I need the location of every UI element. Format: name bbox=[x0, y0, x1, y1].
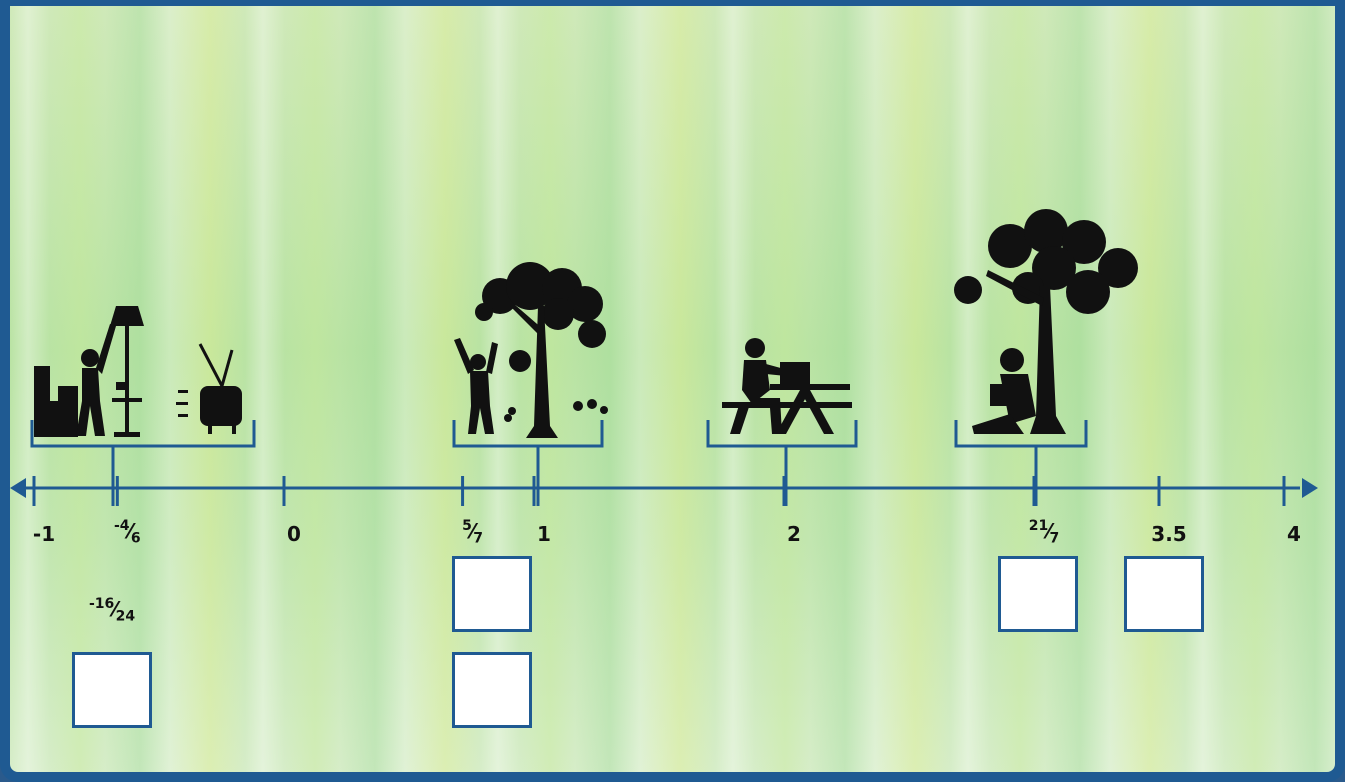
tick-label: 2 bbox=[787, 522, 801, 546]
tick-label: 1 bbox=[537, 522, 551, 546]
apple-picking-icon bbox=[454, 262, 608, 438]
left-arrow-icon bbox=[10, 478, 26, 498]
picnic-table-icon bbox=[722, 338, 852, 434]
bracket-living-room bbox=[30, 420, 256, 448]
bracket-picnic bbox=[706, 420, 858, 448]
number-line-canvas bbox=[10, 209, 1318, 506]
tick-label: 0 bbox=[287, 522, 301, 546]
number-line bbox=[10, 476, 1318, 506]
tick-label: -1 bbox=[32, 522, 56, 546]
bracket-apple-picking bbox=[452, 420, 604, 448]
living-room-icon bbox=[34, 306, 242, 437]
right-arrow-icon bbox=[1302, 478, 1318, 498]
answer-box-3[interactable] bbox=[452, 652, 532, 728]
tick-label: 5⁄7 bbox=[462, 518, 483, 547]
reading-under-tree-icon bbox=[954, 209, 1138, 434]
equivalent-fraction-label: -16⁄24 bbox=[88, 596, 136, 625]
tick-marks bbox=[32, 476, 1286, 506]
answer-box-2[interactable] bbox=[452, 556, 532, 632]
answer-box-4[interactable] bbox=[998, 556, 1078, 632]
bracket-reading bbox=[954, 420, 1088, 448]
scene-brackets bbox=[30, 420, 1088, 506]
tick-label: 3.5 bbox=[1151, 522, 1187, 546]
answer-box-1[interactable] bbox=[72, 652, 152, 728]
answer-box-5[interactable] bbox=[1124, 556, 1204, 632]
tick-label: 4 bbox=[1287, 522, 1301, 546]
tick-label: 21⁄7 bbox=[1028, 518, 1060, 547]
tick-label: -4⁄6 bbox=[113, 518, 141, 547]
